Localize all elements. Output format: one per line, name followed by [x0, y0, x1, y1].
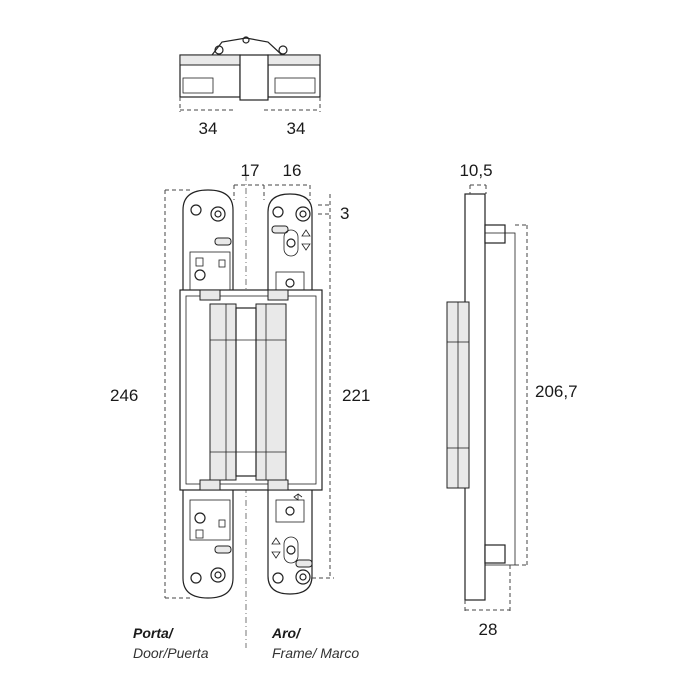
- dim-door-height: 246: [110, 386, 138, 405]
- frame-label-sub: Frame/ Marco: [272, 645, 359, 661]
- dim-side-width: 10,5: [459, 161, 492, 180]
- dim-width: 16: [283, 161, 302, 180]
- dim-gap: 17: [241, 161, 260, 180]
- dim-top-right: 34: [287, 119, 306, 138]
- dim-side-height: 206,7: [535, 382, 578, 401]
- front-view: [164, 175, 334, 648]
- dim-offset: 3: [340, 204, 349, 223]
- door-label-sub: Door/Puerta: [133, 645, 209, 661]
- side-view: [446, 184, 528, 612]
- frame-label-title: Aro/: [271, 625, 302, 641]
- dim-frame-height: 221: [342, 386, 370, 405]
- dim-top-left: 34: [199, 119, 218, 138]
- top-view: [179, 36, 321, 112]
- door-label-title: Porta/: [133, 625, 175, 641]
- dim-side-depth: 28: [479, 620, 498, 639]
